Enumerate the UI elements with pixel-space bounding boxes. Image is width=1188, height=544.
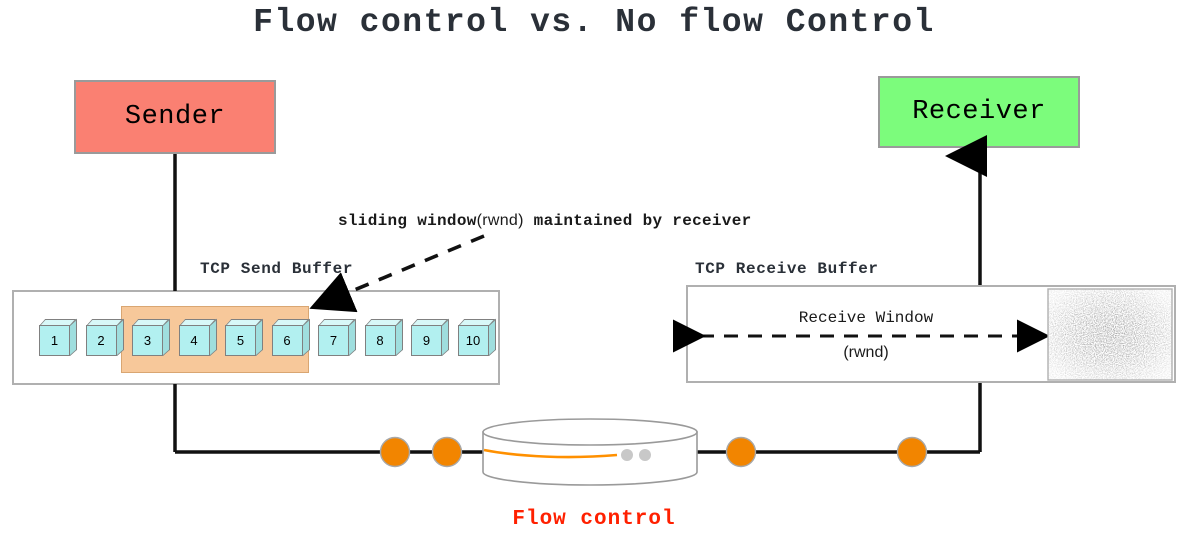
segment-number: 5 <box>225 325 256 356</box>
router-dot <box>896 436 928 468</box>
segment-number: 6 <box>271 325 303 356</box>
flow-control-caption: Flow control <box>512 508 676 531</box>
cylinder-dot <box>639 449 651 461</box>
sliding-window-annotation: sliding window(rwnd) maintained by recei… <box>338 212 752 230</box>
segment-number: 7 <box>318 325 349 356</box>
sender-node: Sender <box>74 80 276 154</box>
segment-number: 9 <box>411 325 442 356</box>
send-buffer-segment: 10 <box>457 318 496 356</box>
segment-number: 2 <box>85 325 117 356</box>
send-buffer-segment: 5 <box>225 318 263 356</box>
annotation-rwnd: (rwnd) <box>476 212 524 229</box>
send-buffer-segment: 4 <box>178 318 217 356</box>
receiver-node: Receiver <box>878 76 1080 148</box>
receiver-label: Receiver <box>912 97 1046 127</box>
segment-number: 4 <box>178 325 210 356</box>
router-dot <box>725 436 757 468</box>
annotation-prefix: sliding window <box>338 212 477 230</box>
segment-number: 8 <box>364 325 396 356</box>
send-buffer-segment: 6 <box>271 318 310 356</box>
router-dot <box>431 436 463 468</box>
annotation-pointer <box>309 234 485 313</box>
router-dot <box>379 436 411 468</box>
send-buffer-segment: 8 <box>364 318 403 356</box>
segment-number: 10 <box>457 325 489 356</box>
receive-buffer-occupied-border <box>1047 288 1173 381</box>
send-buffer-segment: 7 <box>318 318 356 356</box>
send-buffer-segment: 1 <box>39 318 77 356</box>
page-title: Flow control vs. No flow Control <box>253 4 935 41</box>
receive-buffer-occupied-noise <box>1048 289 1172 380</box>
network-cylinder-icon <box>482 418 698 486</box>
segment-number: 3 <box>132 325 163 356</box>
send-buffer-segment: 2 <box>85 318 124 356</box>
send-buffer-segment: 3 <box>132 318 170 356</box>
segment-number: 1 <box>39 325 70 356</box>
send-buffer-segment: 9 <box>411 318 449 356</box>
cylinder-dot <box>621 449 633 461</box>
annotation-suffix: maintained by receiver <box>523 212 752 230</box>
receive-buffer-label: TCP Receive Buffer <box>695 260 879 278</box>
sender-label: Sender <box>124 102 226 132</box>
cylinder-curve <box>483 448 618 459</box>
